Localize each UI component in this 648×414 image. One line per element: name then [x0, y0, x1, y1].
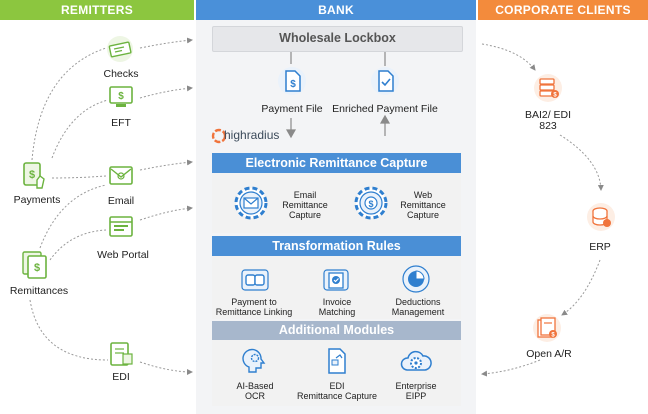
payment-linking-line2: Remittance Linking [215, 307, 293, 317]
web-portal-label: Web Portal [97, 249, 149, 261]
svg-text:$: $ [551, 333, 555, 339]
deductions-label: Deductions Management [384, 297, 452, 317]
enriched-payment-file-label: Enriched Payment File [332, 103, 438, 115]
remittances-icon: $ [20, 250, 50, 285]
payments-icon: $ [20, 160, 50, 195]
deductions-line2: Management [391, 307, 445, 317]
erc-email-line3: Capture [288, 210, 322, 220]
bai2-line2: 823 [539, 120, 557, 132]
erc-web-label: Web Remittance Capture [394, 190, 452, 220]
svg-text:$: $ [29, 169, 35, 181]
ai-head-icon [240, 346, 270, 381]
erc-email-label: Email Remittance Capture [276, 190, 334, 220]
checks-icon [106, 36, 134, 67]
web-portal-icon [107, 214, 135, 245]
erc-web-line3: Capture [406, 210, 440, 220]
open-ar-label: Open A/R [526, 348, 572, 360]
database-icon [586, 202, 616, 237]
wholesale-lockbox-title: Wholesale Lockbox [279, 31, 396, 45]
svg-text:$: $ [290, 79, 296, 90]
erp-label: ERP [589, 241, 611, 253]
document-dollar-icon: $ [278, 66, 306, 101]
remitters-header: REMITTERS [0, 0, 194, 20]
deductions-line1: Deductions [395, 297, 441, 307]
ai-ocr-line2: OCR [245, 391, 265, 401]
corporate-header: CORPORATE CLIENTS [478, 0, 648, 20]
email-label: Email [107, 195, 135, 207]
edi-icon [107, 340, 135, 373]
invoice-matching-line1: Invoice [322, 297, 352, 307]
bai2-line1: BAI2/ EDI [524, 109, 572, 121]
transformation-title-bar: Transformation Rules [212, 236, 461, 256]
highradius-brand: highradius [224, 128, 280, 142]
highradius-logo-icon [211, 128, 227, 149]
invoice-matching-label: Invoice Matching [306, 297, 368, 317]
edi-capture-line1: EDI [329, 381, 345, 391]
modules-title-bar: Additional Modules [212, 321, 461, 340]
cloud-gear-icon [399, 346, 433, 381]
bai2-label: BAI2/ EDI 823 [510, 110, 586, 132]
erc-title-bar: Electronic Remittance Capture [212, 153, 461, 173]
payment-linking-label: Payment to Remittance Linking [206, 297, 302, 317]
invoice-match-icon [321, 266, 351, 299]
edi-document-icon [323, 346, 351, 381]
ai-ocr-line1: AI-Based [236, 381, 274, 391]
remittances-label: Remittances [9, 285, 69, 297]
server-dollar-icon: $ [534, 73, 562, 108]
eft-label: EFT [111, 117, 131, 129]
invoice-matching-line2: Matching [318, 307, 356, 317]
link-icon [240, 266, 270, 299]
gear-web-icon: $ [350, 182, 392, 229]
svg-text:$: $ [553, 93, 557, 99]
svg-text:$: $ [34, 262, 40, 274]
document-check-icon [371, 66, 399, 101]
eipp-label: Enterprise EIPP [384, 381, 448, 401]
erc-web-line1: Web [413, 190, 433, 200]
svg-text:$: $ [118, 91, 124, 102]
payment-linking-line1: Payment to [231, 297, 277, 307]
edi-label: EDI [112, 371, 130, 383]
erc-email-line1: Email [293, 190, 317, 200]
edi-capture-line2: Remittance Capture [296, 391, 378, 401]
wholesale-lockbox-box [212, 26, 463, 52]
bank-header: BANK [196, 0, 476, 20]
payments-label: Payments [13, 194, 61, 206]
erc-web-line2: Remittance [400, 200, 446, 210]
checks-label: Checks [103, 68, 139, 80]
eipp-line2: EIPP [405, 391, 427, 401]
erc-email-line2: Remittance [282, 200, 328, 210]
svg-text:$: $ [368, 199, 373, 209]
pie-chart-icon [401, 264, 431, 299]
email-icon [107, 164, 135, 193]
gear-email-icon [230, 182, 272, 229]
open-ar-icon: $ [532, 313, 562, 348]
payment-file-label: Payment File [261, 103, 323, 115]
ai-ocr-label: AI-Based OCR [226, 381, 284, 401]
eipp-line1: Enterprise [395, 381, 437, 391]
eft-icon: $ [107, 84, 135, 115]
edi-capture-label: EDI Remittance Capture [290, 381, 384, 401]
